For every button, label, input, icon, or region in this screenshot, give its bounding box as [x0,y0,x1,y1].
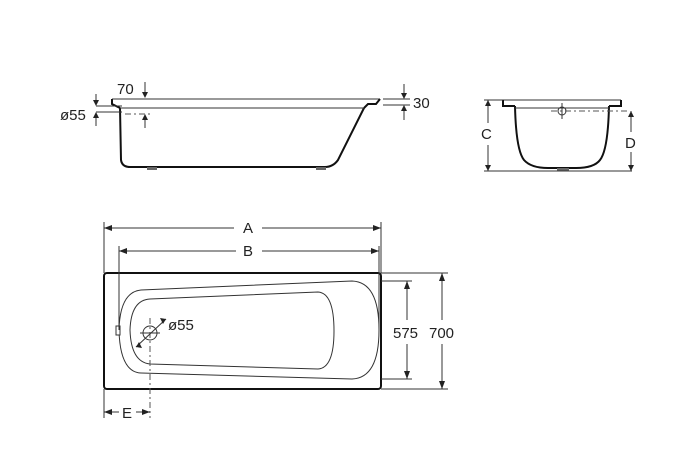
dim-side-drain-arrow-top [93,100,99,106]
dim-d-arrow-bottom [628,165,634,171]
dim-d-label: D [625,135,636,152]
dim-rim-width-arrow-top [142,92,148,98]
top-view-basin-outline [129,291,335,370]
dim-d-arrow-top [628,111,634,117]
dim-b-arrow-left [119,248,127,254]
side-view: 70 ø55 30 [60,81,430,170]
end-view-right-lip [609,100,622,107]
top-view-drain-arrow-b [136,342,142,348]
dim-side-drain-arrow-bottom [93,112,99,118]
top-view-drain-arrow-a [160,318,166,324]
side-view-left-lip [111,99,121,109]
top-view-drain-dim-line [135,318,167,348]
side-view-right-lip [363,98,381,109]
dim-575-arrow-bottom [404,371,410,379]
dim-rim-height-arrow-bottom [401,105,407,111]
dim-side-drain-label: ø55 [60,107,86,124]
dim-700-arrow-top [439,273,445,281]
dim-a-label: A [243,220,253,237]
side-view-tub-body [119,107,365,168]
side-view-foot-right [316,167,326,170]
top-view-inner-outline [118,280,380,380]
dim-rim-height-label: 30 [413,95,430,112]
dim-rim-height-arrow-top [401,93,407,99]
end-view-foot [557,168,569,171]
end-view-left-lip [502,100,515,107]
dim-c-label: C [481,126,492,143]
dim-c-arrow-top [485,100,491,106]
dim-rim-width-arrow-bottom [142,114,148,120]
dim-575-arrow-top [404,281,410,289]
dim-700-arrow-bottom [439,381,445,389]
dim-rim-width-label: 70 [117,81,134,98]
dim-c-arrow-bottom [485,165,491,171]
dim-e-label: E [122,405,132,422]
top-view-overflow-slot [115,325,121,336]
dim-e-arrow-right [142,409,150,415]
dim-a-arrow-right [373,225,381,231]
top-view: ø55 A B 575 700 [103,220,454,422]
top-view-outer-outline [103,272,382,390]
side-view-foot-left [147,167,157,170]
end-view: C D [481,99,636,172]
dim-e-arrow-left [104,409,112,415]
dim-575-label: 575 [393,325,418,342]
dim-b-arrow-right [371,248,379,254]
dim-a-arrow-left [104,225,112,231]
dim-b-label: B [243,243,253,260]
top-view-drain-label: ø55 [168,317,194,334]
dim-700-label: 700 [429,325,454,342]
